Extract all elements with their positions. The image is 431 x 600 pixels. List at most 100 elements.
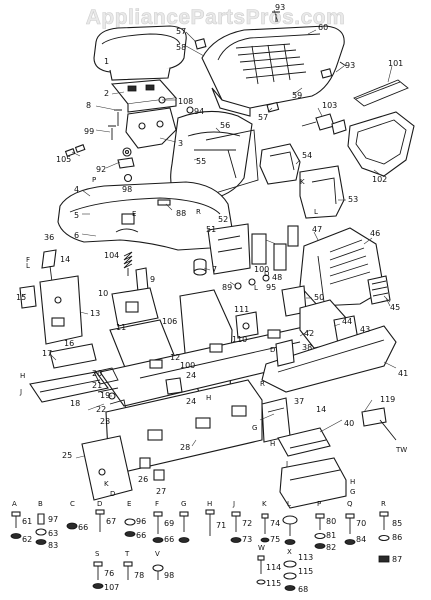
part-102-tray[interactable] [347,111,415,177]
letter-J-a: J [19,388,22,396]
callout-93a: 93 [275,3,285,12]
callout-70: 70 [356,519,366,528]
letter-H: H [207,500,212,508]
part-40[interactable] [277,427,331,457]
letter-K: K [262,500,267,508]
callout-3: 3 [178,139,183,148]
callout-8: 8 [86,101,91,110]
callout-107: 107 [104,583,119,592]
part-28-chassis[interactable] [105,379,263,473]
part-seat-plate[interactable] [110,79,178,113]
letter-R-b: R [260,380,265,388]
part-16-17-18[interactable] [29,343,109,403]
callout-53: 53 [348,195,358,204]
callout-106: 106 [162,317,177,326]
part-45-vent[interactable] [367,275,391,305]
part-36-14[interactable] [41,249,57,283]
part-25-panel[interactable] [81,435,133,501]
callout-110: 110 [232,335,247,344]
callout-44: 44 [342,317,352,326]
callout-11: 11 [116,323,126,332]
callout-27: 27 [156,487,166,496]
callout-62: 62 [22,535,32,544]
letter-G-a: G [252,424,257,432]
part-dash-shroud[interactable] [170,110,253,201]
letter-E: E [127,500,131,508]
part-88[interactable] [157,199,171,206]
part-53[interactable] [299,165,345,219]
callout-55: 55 [196,157,206,166]
callout-100a: 100 [254,265,269,274]
letter-C: C [70,500,75,508]
part-103[interactable] [301,113,347,135]
callout-119: 119 [380,395,395,404]
callout-83: 83 [48,541,58,550]
callout-105: 105 [56,155,71,164]
letter-J: J [232,500,235,508]
watermark: AppliancePartsPros.com [85,6,346,30]
part-57-93[interactable] [194,11,347,113]
callout-57a: 57 [176,27,186,36]
letter-B: B [38,500,43,508]
letter-A: A [12,500,17,508]
callout-115a: 115 [266,579,281,588]
part-92[interactable] [117,157,135,183]
callout-101: 101 [388,59,403,68]
part-41-footrest[interactable] [261,325,397,393]
callout-78: 78 [134,571,144,580]
hardware-row-1[interactable] [10,509,390,563]
part-seat-bracket[interactable] [125,107,177,149]
callout-88: 88 [176,209,186,218]
callout-63: 63 [48,529,58,538]
callout-68: 68 [298,585,308,594]
callout-114: 114 [266,563,281,572]
part-7[interactable] [193,258,207,276]
part-89-100-95[interactable] [234,274,270,290]
part-104-spring[interactable] [123,251,133,276]
callout-57b: 57 [258,113,268,122]
callout-67: 67 [106,517,116,526]
callout-50: 50 [314,293,324,302]
letter-F: F [155,500,159,508]
callout-2: 2 [104,89,109,98]
callout-61: 61 [22,517,32,526]
callout-80: 80 [326,517,336,526]
callout-93b: 93 [345,61,355,70]
part-9-10[interactable] [111,267,159,327]
letter-G: G [181,500,186,508]
callout-40: 40 [344,419,354,428]
letter-X: X [287,548,292,556]
part-56[interactable] [205,129,259,195]
part-seat[interactable] [93,25,187,81]
part-fender[interactable] [57,181,233,251]
callout-98: 98 [122,185,132,194]
callout-16: 16 [64,339,74,348]
callout-38: 38 [302,343,312,352]
part-48[interactable] [273,243,287,271]
callout-96: 96 [136,517,146,526]
part-110-111[interactable] [235,311,259,339]
part-119[interactable] [361,407,397,441]
hood-grille [235,43,307,85]
part-37-14[interactable] [261,397,291,443]
part-101-handle[interactable] [353,79,409,107]
hardware-row-2[interactable] [92,555,297,591]
callout-25: 25 [62,451,72,460]
part-15[interactable] [19,285,37,309]
part-54[interactable] [259,143,301,185]
part-footbracket[interactable] [279,457,347,509]
callout-73: 73 [242,535,252,544]
part-hood[interactable] [201,25,345,117]
callout-22: 22 [96,405,106,414]
part-26-27[interactable] [139,457,165,481]
callout-69: 69 [164,519,174,528]
callout-19: 19 [100,391,110,400]
part-38[interactable] [275,339,295,367]
letter-P-a: P [92,176,96,184]
callout-99: 99 [84,127,94,136]
assembly-letters: P R E F L K L L D D H J R G H J H G K D … [19,176,355,498]
part-52-51-brackets[interactable] [207,223,299,275]
part-13-plate[interactable] [39,275,83,345]
part-105[interactable] [64,144,86,157]
callout-82: 82 [326,543,336,552]
